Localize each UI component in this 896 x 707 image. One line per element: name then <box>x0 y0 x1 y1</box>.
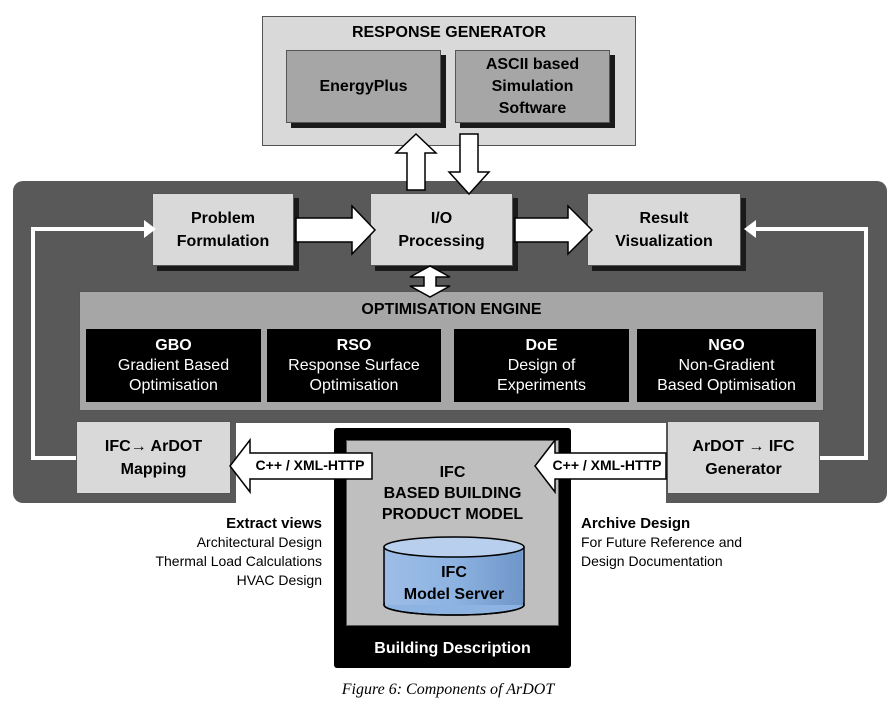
energyplus-label: EnergyPlus <box>319 77 408 95</box>
arrow-problem-to-io <box>295 204 377 256</box>
left-feedback-arrowhead <box>144 220 156 238</box>
rso-line-1: Response Surface <box>288 356 420 374</box>
building-model-title-2: BASED BUILDING <box>383 485 522 502</box>
archive-design-block: Archive Design For Future Reference and … <box>581 514 791 571</box>
extract-view-item: HVAC Design <box>236 572 322 588</box>
io-processing-label-2: Processing <box>398 232 485 250</box>
result-visualization-box: Result Visualization <box>587 193 741 266</box>
protocol-label-left: C++ / XML-HTTP <box>255 457 365 473</box>
ngo-box: NGO Non-Gradient Based Optimisation <box>637 329 816 402</box>
ascii-label-1: ASCII based <box>485 55 580 73</box>
ifc-to-ardot-mapping-box: IFC→ ArDOT Mapping <box>76 421 231 494</box>
ngo-line-2: Based Optimisation <box>657 376 796 394</box>
ngo-line-1: Non-Gradient <box>678 356 775 374</box>
arrow-protocol-left <box>229 437 373 495</box>
extract-views-block: Extract views Architectural Design Therm… <box>120 514 322 590</box>
building-model-title: IFC BASED BUILDING PRODUCT MODEL <box>346 462 559 525</box>
optimisation-engine-title: OPTIMISATION ENGINE <box>361 301 542 318</box>
rso-line-2: Optimisation <box>309 376 399 394</box>
arrow-io-to-result <box>514 204 594 256</box>
gbo-box: GBO Gradient Based Optimisation <box>86 329 261 402</box>
problem-formulation-box: Problem Formulation <box>152 193 294 266</box>
rso-abbr: RSO <box>336 336 372 354</box>
gbo-line-2: Optimisation <box>129 376 218 394</box>
figure-caption: Figure 6: Components of ArDOT <box>341 681 555 698</box>
model-server-label: IFC Model Server <box>384 562 524 606</box>
left-feedback-line <box>31 227 150 460</box>
io-processing-box: I/O Processing <box>370 193 513 266</box>
gbo-line-1: Gradient Based <box>117 356 230 374</box>
arrow-io-engine-bidirectional <box>409 265 451 298</box>
model-server-label-1: IFC <box>441 564 467 581</box>
extract-view-item: Thermal Load Calculations <box>155 553 322 569</box>
ardot-to-ifc-generator-box: ArDOT → IFC Generator <box>667 421 820 494</box>
gbo-abbr: GBO <box>155 336 192 354</box>
model-server-label-2: Model Server <box>403 586 505 603</box>
problem-formulation-label-2: Formulation <box>176 232 270 250</box>
doe-line-1: Design of <box>507 356 576 374</box>
ascii-software-box: ASCII based Simulation Software <box>455 50 610 123</box>
ifc-mapping-label-1: IFC→ ArDOT <box>104 437 203 455</box>
doe-box: DoE Design of Experiments <box>454 329 629 402</box>
ifc-generator-label-2: Generator <box>705 460 782 478</box>
building-model-title-1: IFC <box>439 464 466 481</box>
extract-view-item: Architectural Design <box>196 534 322 550</box>
response-generator-title: RESPONSE GENERATOR <box>351 24 547 41</box>
protocol-label-right: C++ / XML-HTTP <box>552 457 662 473</box>
result-visualization-label-1: Result <box>639 209 689 227</box>
archive-design-line: For Future Reference and <box>581 534 743 550</box>
right-feedback-line <box>752 227 868 460</box>
arrow-io-to-response-up <box>394 132 438 191</box>
ifc-generator-label-1: ArDOT → IFC <box>692 437 795 455</box>
ifc-mapping-label-2: Mapping <box>120 460 187 478</box>
arrow-protocol-right <box>534 437 667 495</box>
arrow-response-to-io-down <box>447 133 491 196</box>
rso-box: RSO Response Surface Optimisation <box>267 329 441 402</box>
right-feedback-arrowhead <box>744 220 756 238</box>
building-model-title-3: PRODUCT MODEL <box>381 506 524 523</box>
building-description-label: Building Description <box>374 640 531 657</box>
ascii-label-2: Simulation <box>491 77 574 95</box>
doe-line-2: Experiments <box>497 376 586 394</box>
doe-abbr: DoE <box>525 336 558 354</box>
io-processing-label-1: I/O <box>430 209 453 227</box>
problem-formulation-label-1: Problem <box>190 209 255 227</box>
result-visualization-label-2: Visualization <box>615 232 713 250</box>
ifc-model-server-cylinder <box>383 536 525 616</box>
ascii-label-3: Software <box>498 99 567 117</box>
archive-design-line: Design Documentation <box>581 553 723 569</box>
archive-design-title: Archive Design <box>581 515 691 532</box>
ngo-abbr: NGO <box>708 336 745 354</box>
energyplus-box: EnergyPlus <box>286 50 441 123</box>
extract-views-title: Extract views <box>226 515 322 532</box>
